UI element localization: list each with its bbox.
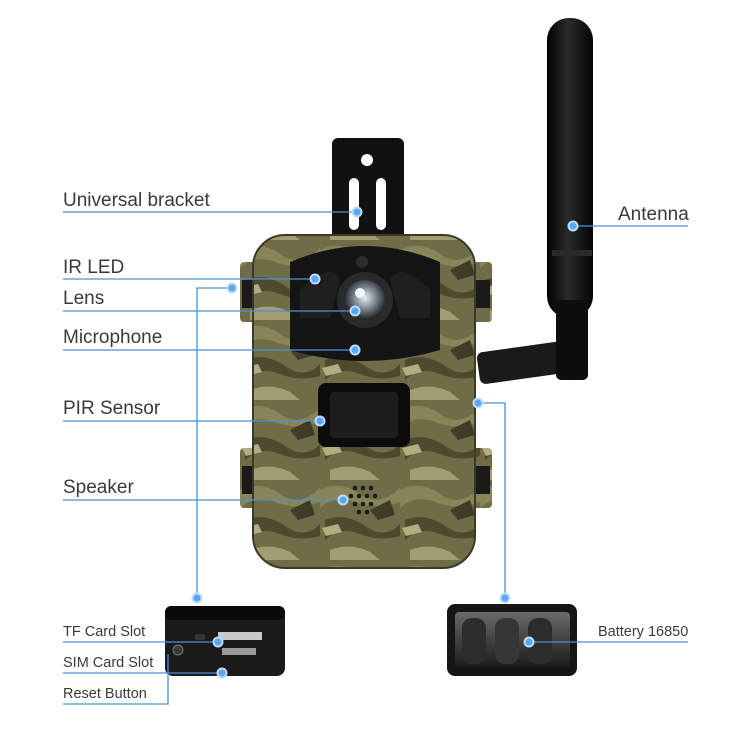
label-speaker: Speaker [63,477,134,498]
card-slot-panel [165,606,285,676]
callout-dots [191,206,579,679]
battery-compartment [447,604,577,676]
antenna [476,18,593,384]
label-lens: Lens [63,288,105,309]
label-ir-led: IR LED [63,257,125,278]
label-pir-sensor: PIR Sensor [63,398,161,419]
label-microphone: Microphone [63,327,163,348]
label-sim-card-slot: SIM Card Slot [63,655,154,671]
label-antenna: Antenna [618,204,689,225]
label-tf-card-slot: TF Card Slot [63,624,146,640]
label-battery: Battery 16850 [598,624,689,640]
camera-body [252,234,476,569]
callout-lines [63,211,688,705]
label-universal-bracket: Universal bracket [63,190,210,211]
label-reset-button: Reset Button [63,686,147,702]
